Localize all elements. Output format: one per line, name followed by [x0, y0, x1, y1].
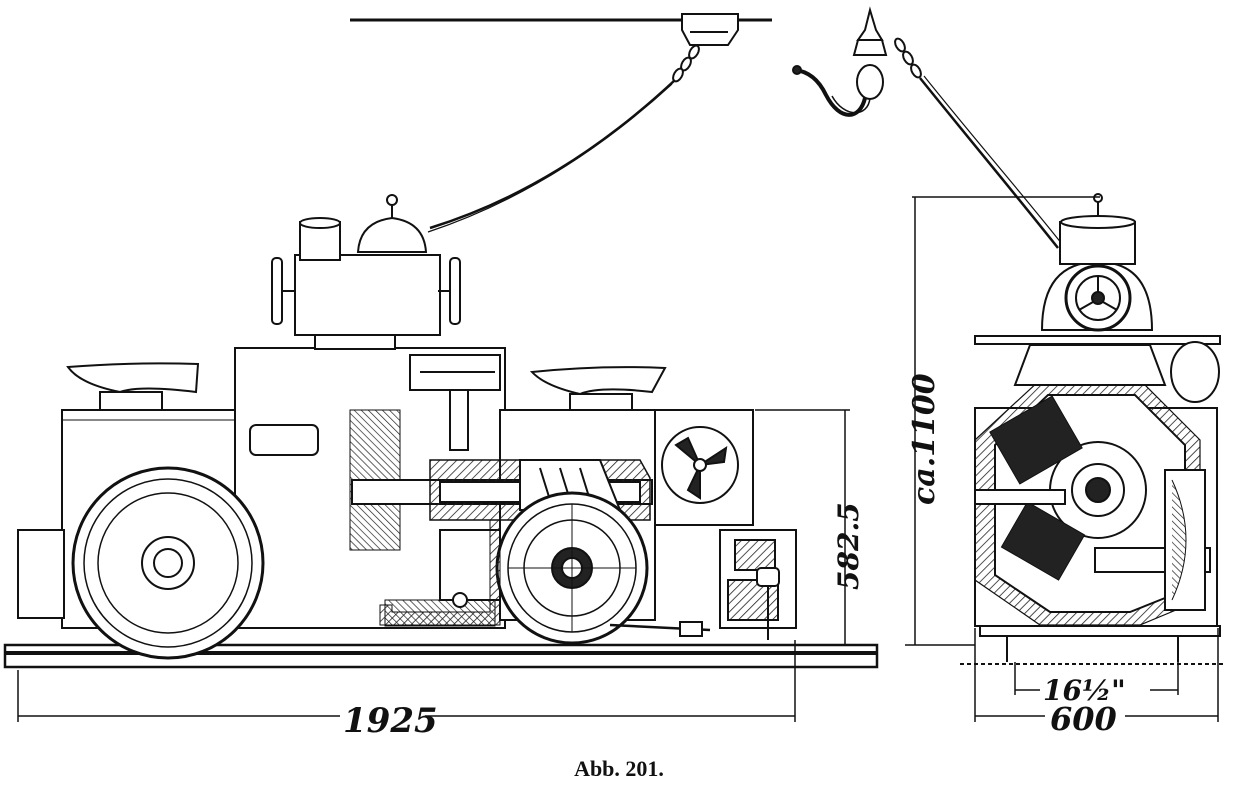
wheel-right: [495, 491, 649, 645]
trolley-chain: [672, 44, 700, 83]
lamp: [1170, 341, 1220, 403]
trolley-chain-front: [894, 37, 922, 79]
dim-length: [17, 640, 796, 722]
front-view: [792, 6, 1225, 665]
seat-right: [529, 366, 667, 396]
dim-width: [974, 628, 1219, 722]
rail: [3, 643, 879, 669]
controller-box: [294, 254, 441, 336]
dim-height-side: [755, 409, 860, 646]
dim-gauge-label: 16½": [1043, 674, 1126, 707]
seat-left: [66, 362, 200, 394]
trolley-cable: [429, 79, 676, 230]
front-platform: [974, 335, 1221, 345]
figure-caption: Abb. 201.: [574, 756, 664, 781]
bell: [356, 216, 428, 253]
dim-gauge: [1014, 662, 1179, 695]
handwheel-left: [271, 257, 296, 325]
side-view: [3, 13, 879, 669]
dim-width-label: 600: [1050, 700, 1117, 738]
dim-height-front-label: ca.1100: [907, 373, 942, 505]
trolley-cable-front: [919, 77, 1059, 249]
front-handwheel: [1040, 260, 1154, 332]
wheel-left: [71, 466, 265, 660]
trolley-shoe: [681, 13, 739, 46]
dim-height-front: [905, 196, 1100, 646]
end-cap-left: [17, 529, 65, 619]
technical-drawing: 582.5 1925: [3, 6, 1225, 741]
dim-length-label: 1925: [343, 701, 438, 741]
handwheel-right: [438, 257, 461, 325]
dim-height-side-label: 582.5: [832, 502, 865, 590]
insulator: [792, 6, 888, 117]
fan: [661, 426, 739, 504]
